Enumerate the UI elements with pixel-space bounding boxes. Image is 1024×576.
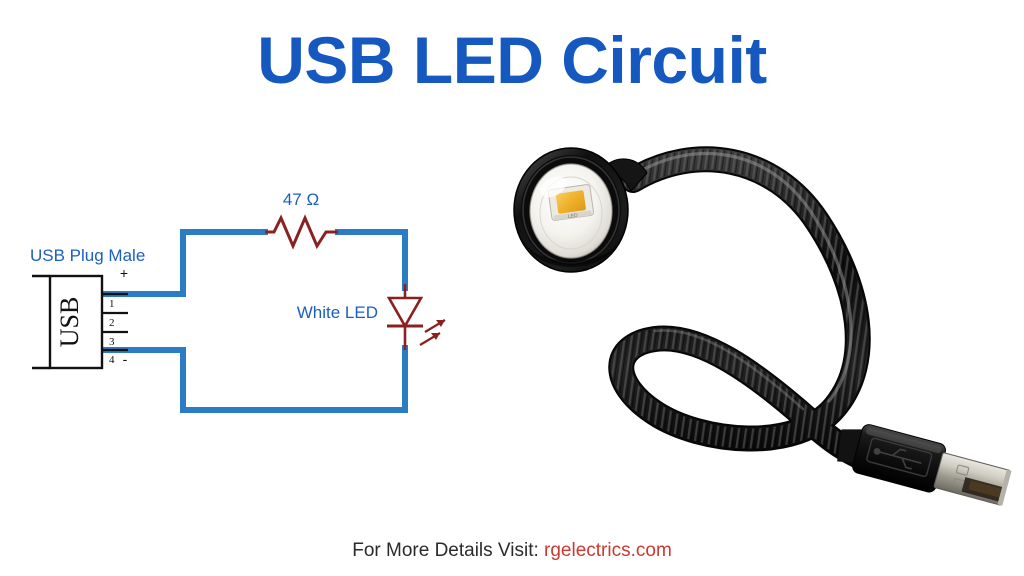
footer: For More Details Visit: rgelectrics.com xyxy=(0,540,1024,562)
usb-pin-number-1: 1 xyxy=(109,298,115,310)
led-chip: LED xyxy=(547,184,594,221)
wire-led-to-negative xyxy=(99,345,408,413)
resistor-value-label: 47 Ω xyxy=(283,190,319,209)
gooseneck-cable xyxy=(608,146,871,468)
gooseneck-highlight-lower xyxy=(653,329,805,411)
usb-a-male-plug xyxy=(837,424,1012,506)
usb-pin-number-4: 4 xyxy=(109,354,115,366)
usb-connector-label: USB Plug Male xyxy=(30,246,145,265)
gooseneck-path-ribs xyxy=(611,149,868,465)
gooseneck-highlight xyxy=(635,152,853,403)
usb-led-lamp-photo: LED xyxy=(513,146,1012,506)
polarity-minus-sign: - xyxy=(123,351,128,367)
usb-connector-body-text: USB xyxy=(55,297,84,348)
svg-text:LED: LED xyxy=(568,213,579,220)
polarity-plus-sign: + xyxy=(120,265,128,281)
usb-connector-symbol xyxy=(32,274,128,370)
footer-url[interactable]: rgelectrics.com xyxy=(544,540,672,561)
usb-pin-number-2: 2 xyxy=(109,317,115,329)
led-label: White LED xyxy=(297,303,378,322)
led-lamp-head: LED xyxy=(513,147,648,273)
resistor-symbol xyxy=(265,214,338,250)
wire-positive-top xyxy=(99,229,268,297)
circuit-wires xyxy=(99,229,408,413)
led-symbol xyxy=(386,284,446,350)
page-title: USB LED Circuit xyxy=(257,23,767,97)
footer-prefix: For More Details Visit: xyxy=(352,540,545,561)
wire-resistor-to-led xyxy=(335,229,408,291)
circuit-schematic: 47 Ω White LED xyxy=(30,190,446,413)
usb-pin-number-3: 3 xyxy=(109,336,115,348)
